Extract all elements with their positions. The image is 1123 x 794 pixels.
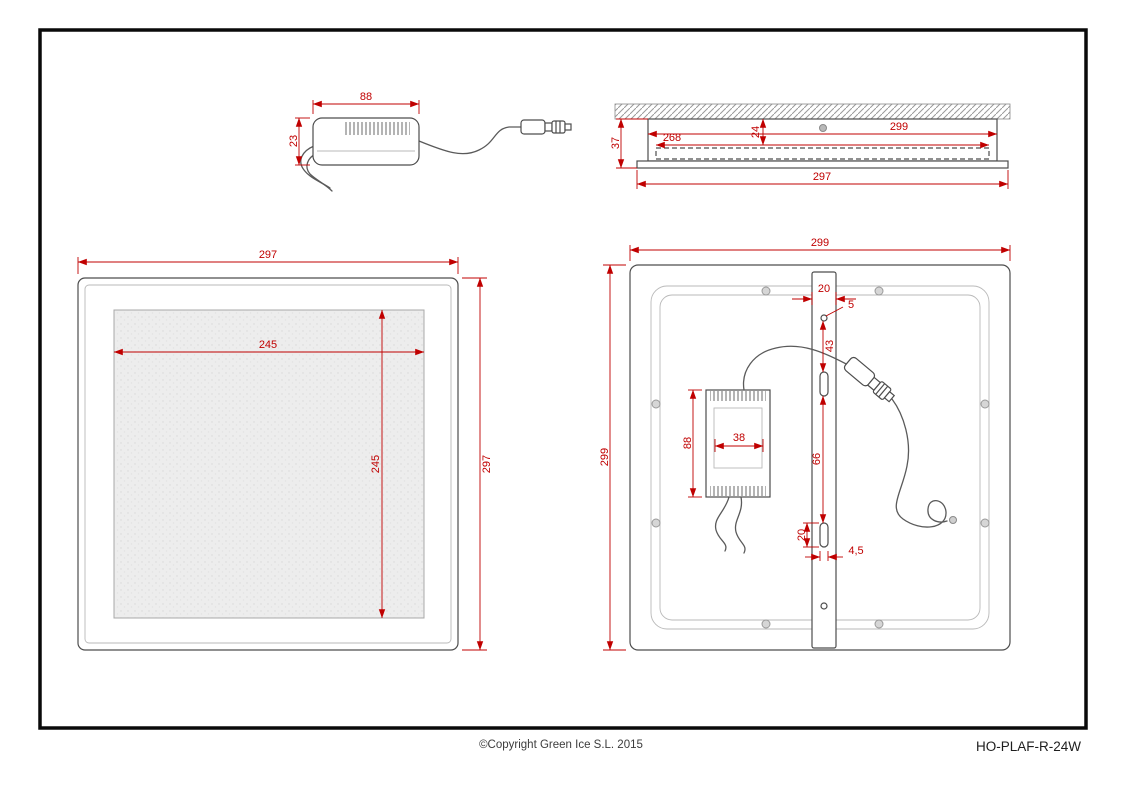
dim-slot-width: 4,5 — [848, 545, 863, 557]
dim-back-height: 299 — [599, 448, 611, 466]
dim-section-inner: 268 — [663, 132, 681, 144]
copyright-text: ©Copyright Green Ice S.L. 2015 — [479, 739, 643, 751]
drawing-frame — [38, 28, 1088, 730]
driver-terminal-bottom — [710, 486, 766, 496]
panel-front-view: 297 297 245 245 — [77, 249, 493, 651]
bracket-hole-bottom — [820, 602, 828, 610]
ceiling-section-view: 299 268 24 37 297 — [610, 103, 1011, 189]
dim-slot-length: 20 — [796, 529, 808, 541]
driver-top-view: 88 23 — [288, 91, 572, 192]
dim-driver-width: 88 — [360, 91, 372, 103]
screw-hole — [761, 619, 771, 629]
panel-dashed-outline — [655, 147, 990, 160]
ceiling-hatch — [614, 103, 1011, 120]
dim-front-inner-width: 245 — [259, 339, 277, 351]
dim-bracket-hole: 5 — [848, 299, 854, 311]
front-frame-bevel — [84, 284, 452, 644]
back-dimensions: 299 299 20 5 43 66 20 4,5 — [599, 237, 1011, 651]
model-number: HO-PLAF-R-24W — [976, 739, 1081, 754]
dim-hole-to-slot: 43 — [824, 340, 836, 352]
bracket-slot-top — [819, 371, 829, 397]
dim-driver-height: 23 — [288, 135, 300, 147]
footer: ©Copyright Green Ice S.L. 2015 HO-PLAF-R… — [479, 739, 1081, 754]
back-wiring — [714, 345, 957, 554]
dim-back-width: 299 — [811, 237, 829, 249]
dim-front-inner-height: 245 — [370, 455, 382, 473]
dim-section-opening: 299 — [890, 121, 908, 133]
dim-section-thickness: 24 — [750, 126, 762, 138]
screw-hole — [651, 399, 661, 409]
driver-connector — [520, 119, 572, 135]
panel-back-view: 299 299 20 5 43 66 20 4,5 — [599, 237, 1011, 651]
screw-hole — [980, 518, 990, 528]
driver-terminal-top — [710, 391, 766, 401]
screw-hole — [761, 286, 771, 296]
dim-driver-width-back: 38 — [733, 432, 745, 444]
driver-wires — [300, 126, 522, 192]
section-dimensions: 299 268 24 37 297 — [610, 118, 1009, 189]
dim-front-height: 297 — [481, 455, 493, 473]
driver-dimensions: 88 23 — [288, 91, 420, 166]
screw-hole — [874, 619, 884, 629]
cord-end-loop — [949, 516, 957, 524]
mounting-screw — [819, 124, 827, 132]
dim-driver-length-back: 88 — [682, 437, 694, 449]
screw-hole — [874, 286, 884, 296]
front-dimensions: 297 297 245 245 — [77, 249, 493, 651]
driver-vent-slots — [344, 122, 410, 135]
dim-front-width: 297 — [259, 249, 277, 261]
screw-hole — [651, 518, 661, 528]
panel-flange — [636, 160, 1009, 169]
back-connector — [843, 356, 896, 403]
front-diffuser — [113, 309, 425, 619]
dim-slot-spacing: 66 — [811, 453, 823, 465]
dim-bracket-width: 20 — [818, 283, 830, 295]
bracket-slot-bottom — [819, 522, 829, 548]
screw-hole — [980, 399, 990, 409]
driver-label-area — [713, 407, 763, 469]
dim-section-overall: 297 — [813, 171, 831, 183]
screw-holes — [651, 286, 990, 629]
dim-section-depth: 37 — [610, 137, 622, 149]
